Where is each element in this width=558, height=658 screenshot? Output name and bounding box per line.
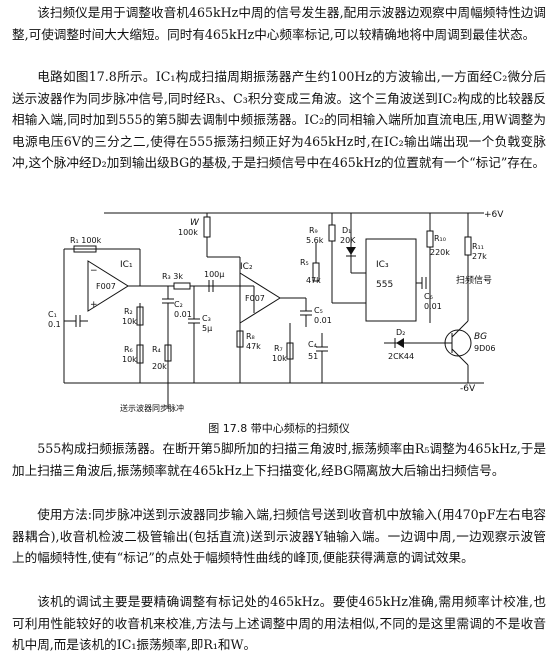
ic2-type: F007	[245, 294, 265, 303]
r9-value: 5.6k	[306, 236, 324, 245]
r1-label: R₁ 100k	[70, 236, 102, 245]
c1-value: 0.1	[48, 320, 61, 329]
r2-label: R₂	[124, 307, 133, 316]
r10-label: R₁₀	[434, 234, 446, 243]
figure-caption: 图 17.8 带中心频标的扫频仪	[208, 422, 350, 435]
c3-label: C₃	[202, 314, 211, 323]
d2-value: 2CK44	[388, 352, 414, 361]
c100-value: 100μ	[204, 270, 224, 279]
r8-label: R₈	[246, 332, 255, 341]
ic3-label: IC₃	[376, 260, 389, 270]
r2-value: 10k	[122, 317, 137, 326]
r6-value: 10k	[122, 355, 137, 364]
c3-value: 5μ	[202, 324, 212, 333]
svg-text:−: −	[90, 266, 98, 276]
ic3-type: 555	[376, 280, 393, 290]
r11-value: 27k	[472, 252, 487, 261]
ic1-type: F007	[96, 282, 116, 291]
c4-label: C₄	[308, 340, 317, 349]
c6-label: C₆	[424, 292, 433, 301]
c4-value: 51	[308, 352, 318, 361]
circuit-diagram: +6V -6V F007 IC₁ − + R₁ 100k C₁ 0.1 R₂ 1…	[48, 210, 504, 413]
c6-value: 0.01	[424, 302, 442, 311]
ic1-opamp: F007 IC₁ − +	[87, 260, 133, 312]
c5-label: C₅	[314, 306, 323, 315]
oscillator-paragraph: 555构成扫频振荡器。在断开第5脚所加的扫描三角波时,振荡频率由R₅调整为465…	[12, 441, 546, 478]
c5-value: 0.01	[314, 316, 332, 325]
c1-label: C₁	[48, 310, 57, 319]
r4-value: 20k	[152, 362, 167, 371]
d1-value: 20K	[340, 236, 356, 245]
ic2-opamp: F007 IC₂	[239, 262, 281, 324]
sync-label: 送示波器同步脉冲	[120, 403, 184, 413]
r8-value: 47k	[246, 342, 261, 351]
r9-label: R₉	[309, 226, 318, 235]
d1-label: D₁	[342, 226, 351, 235]
ic2-label: IC₂	[240, 262, 253, 272]
c2-label: C₂	[174, 300, 183, 309]
vminus-label: -6V	[460, 384, 476, 394]
ic3-555: IC₃ 555	[365, 238, 417, 322]
r4-label: R₄	[152, 345, 161, 354]
r7-label: R₇	[274, 344, 283, 353]
bg-label: BG	[474, 332, 487, 342]
r3-label: R₃ 3k	[162, 272, 183, 281]
output-label: 扫频信号	[456, 274, 492, 286]
r6-label: R₆	[124, 345, 133, 354]
r10-value: 220k	[430, 248, 450, 257]
calibration-paragraph: 该机的调试主要是要精确调整有标记处的465kHz。要使465kHz准确,需用频率…	[12, 594, 546, 652]
r7-value: 10k	[272, 354, 287, 363]
ic1-label: IC₁	[120, 260, 133, 270]
w-value: 100k	[178, 228, 198, 237]
bg-value: 9D06	[474, 344, 495, 353]
usage-paragraph: 使用方法:同步脉冲送到示波器同步输入端,扫频信号送到收音机中放输入(用470pF…	[12, 507, 546, 565]
r5-value: 47k	[306, 276, 321, 285]
r5-label: R₅	[300, 258, 309, 267]
circuit-description-paragraph: 电路如图17.8所示。IC₁构成扫描周期振荡器产生约100Hz的方波输出,一方面…	[12, 69, 546, 170]
r11-label: R₁₁	[472, 242, 484, 251]
svg-text:+: +	[90, 300, 98, 310]
intro-paragraph: 该扫频仪是用于调整收音机465kHz中周的信号发生器,配用示波器边观察中周幅频特…	[12, 5, 546, 42]
vplus-label: +6V	[484, 210, 504, 220]
w-label: W	[190, 218, 200, 228]
c2-value: 0.01	[174, 310, 192, 319]
d2-label: D₂	[396, 328, 405, 337]
